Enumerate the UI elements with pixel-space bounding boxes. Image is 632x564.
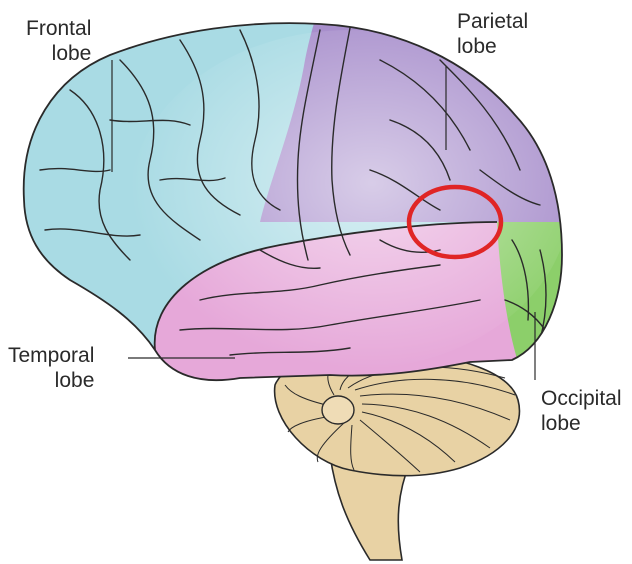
occipital-lobe-label-line2: lobe <box>541 411 622 436</box>
occipital-lobe-label: Occipital lobe <box>541 386 622 436</box>
parietal-lobe-label: Parietal lobe <box>457 9 528 59</box>
parietal-lobe-label-line2: lobe <box>457 34 528 59</box>
frontal-lobe-label: Frontal lobe <box>26 16 91 66</box>
temporal-lobe-label-line2: lobe <box>8 368 94 393</box>
frontal-lobe-label-line1: Frontal <box>26 16 91 41</box>
frontal-lobe-label-line2: lobe <box>26 41 91 66</box>
temporal-lobe-label-line1: Temporal <box>8 343 94 368</box>
occipital-lobe-label-line1: Occipital <box>541 386 622 411</box>
parietal-lobe-label-line1: Parietal <box>457 9 528 34</box>
temporal-lobe-label: Temporal lobe <box>8 343 94 393</box>
